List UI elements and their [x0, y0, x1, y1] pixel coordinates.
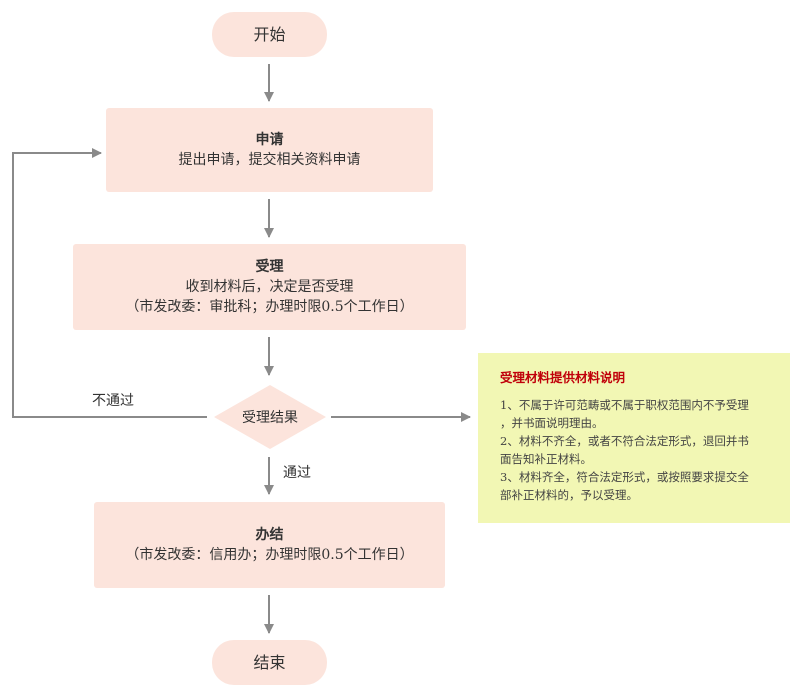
pass-edge-label: 通过 [283, 465, 311, 481]
accept-desc: 收到材料后，决定是否受理 [185, 279, 354, 295]
end-node: 结束 [212, 640, 327, 685]
decision-label: 受理结果 [242, 410, 298, 426]
apply-desc: 提出申请，提交相关资料申请 [178, 152, 361, 168]
arrow-reject-loop [12, 148, 207, 418]
complete-node: 办结 （市发改委：信用办；办理时限0.5个工作日） [94, 502, 445, 588]
note-item-2: 2、材料不齐全，或者不符合法定形式，退回并书 面告知补正材料。 [500, 434, 749, 466]
complete-title: 办结 [255, 527, 284, 543]
start-label: 开始 [253, 24, 286, 44]
accept-node: 受理 收到材料后，决定是否受理 （市发改委：审批科；办理时限0.5个工作日） [73, 244, 466, 330]
accept-title: 受理 [255, 259, 284, 275]
end-label: 结束 [253, 652, 286, 672]
decision-diamond [214, 385, 326, 449]
note-item-1: 1、不属于许可范畴或不属于职权范围内不予受理 ，并书面说明理由。 [500, 398, 749, 430]
reject-edge-label: 不通过 [92, 393, 134, 409]
note-item-3: 3、材料齐全，符合法定形式，或按照要求提交全 部补正材料的，予以受理。 [500, 470, 749, 502]
note-title: 受理材料提供材料说明 [500, 370, 626, 385]
apply-node: 申请 提出申请，提交相关资料申请 [106, 108, 433, 192]
accept-dept: （市发改委：审批科；办理时限0.5个工作日） [125, 299, 414, 315]
start-node: 开始 [212, 12, 327, 57]
materials-note: 受理材料提供材料说明 1、不属于许可范畴或不属于职权范围内不予受理 ，并书面说明… [478, 353, 790, 523]
complete-dept: （市发改委：信用办；办理时限0.5个工作日） [125, 547, 414, 563]
apply-title: 申请 [255, 132, 284, 148]
